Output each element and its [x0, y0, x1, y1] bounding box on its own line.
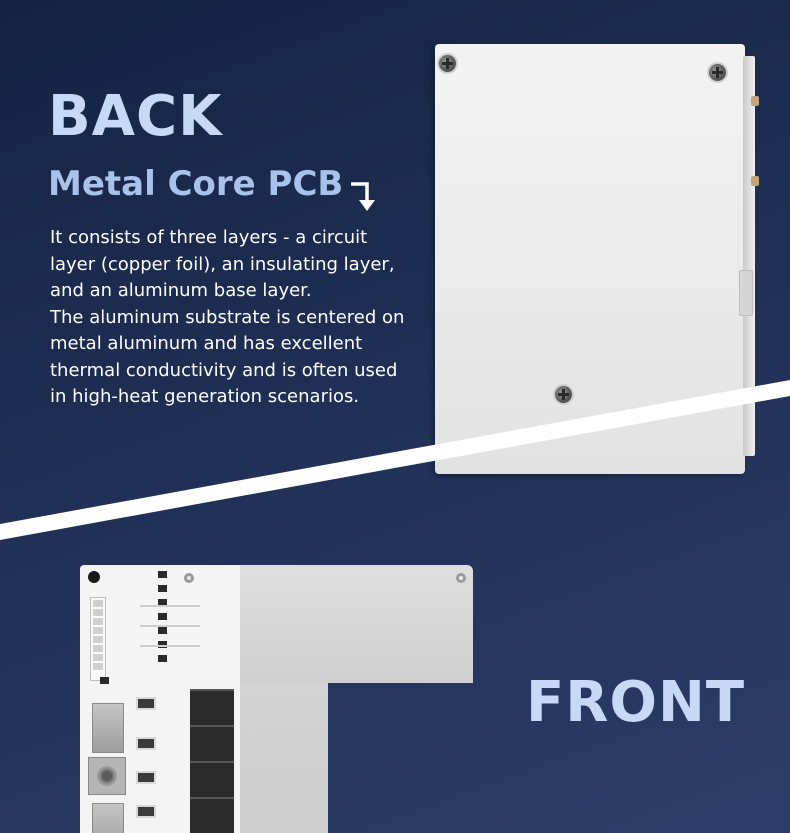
mosfet [190, 689, 234, 725]
component-chip [158, 585, 167, 592]
description: It consists of three layers - a circuit … [50, 225, 430, 411]
pcb-trace [140, 645, 200, 647]
resistor [136, 697, 156, 710]
mounting-hole [456, 573, 466, 583]
back-pcb-photo [435, 44, 759, 474]
arrow-turn-down-icon [351, 182, 376, 211]
mosfet [190, 761, 234, 797]
front-title: FRONT [526, 670, 746, 735]
copper-pad [92, 703, 124, 753]
description-line: in high-heat generation scenarios. [50, 386, 360, 407]
description-line: metal aluminum and has excellent [50, 333, 363, 354]
description-line: and an aluminum base layer. [50, 280, 312, 301]
mounting-hole [184, 573, 194, 583]
mosfet [190, 797, 234, 833]
subtitle-row: Metal Core PCB [48, 164, 381, 214]
subtitle: Metal Core PCB [48, 164, 344, 204]
resistor [136, 737, 156, 750]
description-line: layer (copper foil), an insulating layer… [50, 253, 395, 275]
resistor [136, 805, 156, 818]
description-line: thermal conductivity and is often used [50, 359, 398, 381]
circuit-board [80, 565, 240, 833]
description-line: The aluminum substrate is centered on [50, 306, 405, 328]
component-chip [158, 613, 167, 620]
component-chip [158, 571, 167, 578]
terminal-stud [751, 176, 759, 186]
balance-connector [90, 597, 106, 681]
pcb-trace [140, 625, 200, 627]
mosfet [190, 725, 234, 761]
description-line: It consists of three layers - a circuit [50, 227, 368, 248]
pcb-trace [140, 605, 200, 607]
resistor [136, 771, 156, 784]
component-chip [158, 641, 167, 648]
copper-pad [92, 803, 124, 833]
side-latch [739, 270, 753, 316]
aluminum-plate [240, 683, 328, 833]
screw-icon [709, 64, 726, 81]
terminal-stud [751, 96, 759, 106]
component-chip [158, 655, 167, 662]
screw-icon [439, 55, 456, 72]
component-chip [158, 627, 167, 634]
front-pcb-photo [80, 565, 475, 833]
nut-icon [88, 757, 126, 795]
mounting-hole [88, 571, 100, 583]
board-edge [743, 56, 755, 456]
screw-icon [555, 386, 572, 403]
back-title: BACK [48, 84, 223, 149]
component-chip [158, 599, 167, 606]
component-chip [100, 677, 109, 684]
aluminum-plate [240, 565, 473, 683]
